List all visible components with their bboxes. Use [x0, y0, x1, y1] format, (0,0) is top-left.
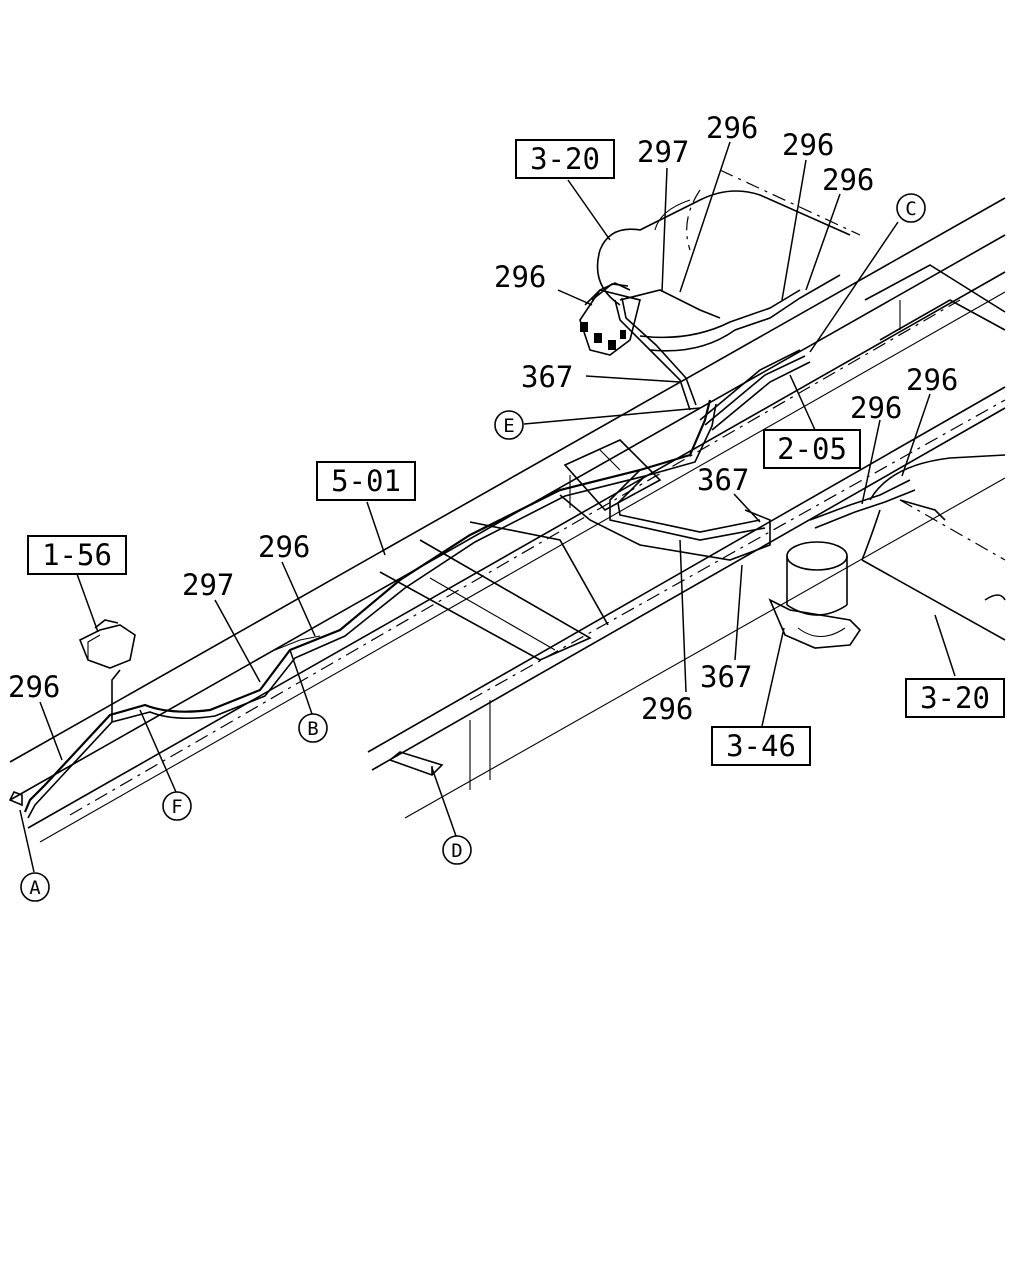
- part-number-label: 296: [258, 530, 310, 564]
- part-number-labels: 297 296 296 296 296 367 296 296 367 296 …: [8, 111, 958, 726]
- valve-block: [579, 282, 641, 356]
- brake-chamber-3-46: [768, 541, 862, 649]
- part-number-label: 296: [706, 111, 758, 145]
- connection-markers: C E B F A D: [20, 193, 926, 902]
- reference-box: 3-20: [515, 139, 615, 179]
- svg-text:2-05: 2-05: [777, 432, 847, 466]
- bracket-d: [388, 751, 444, 776]
- part-number-label: 367: [697, 463, 749, 497]
- reference-box: 3-46: [711, 726, 811, 766]
- connection-marker: D: [442, 835, 472, 865]
- bracket-a: [8, 790, 23, 807]
- connection-marker: B: [298, 713, 328, 743]
- svg-text:F: F: [171, 796, 182, 818]
- reference-box: 5-01: [316, 461, 416, 501]
- reference-box: 1-56: [27, 535, 127, 575]
- svg-text:3-46: 3-46: [726, 729, 796, 763]
- svg-text:1-56: 1-56: [42, 538, 112, 572]
- svg-text:D: D: [451, 840, 462, 862]
- leader-lines: [19, 141, 956, 873]
- svg-text:C: C: [905, 198, 916, 220]
- svg-text:3-20: 3-20: [920, 681, 990, 715]
- svg-text:5-01: 5-01: [331, 464, 401, 498]
- part-number-label: 296: [822, 163, 874, 197]
- chassis-frame: [9, 169, 1006, 843]
- part-number-label: 296: [494, 260, 546, 294]
- svg-text:E: E: [503, 415, 514, 437]
- part-number-label: 367: [700, 660, 752, 694]
- svg-text:A: A: [29, 877, 41, 899]
- svg-text:3-20: 3-20: [530, 142, 600, 176]
- part-number-label: 296: [906, 363, 958, 397]
- part-number-label: 297: [637, 135, 689, 169]
- part-number-label: 297: [182, 568, 234, 602]
- part-number-label: 367: [521, 360, 573, 394]
- connection-marker: E: [494, 410, 524, 440]
- part-number-label: 296: [8, 670, 60, 704]
- air-pressure-tubing: [23, 274, 946, 819]
- connection-marker: A: [20, 872, 50, 902]
- connection-marker: C: [896, 193, 926, 223]
- part-number-label: 296: [641, 692, 693, 726]
- part-number-label: 296: [782, 128, 834, 162]
- svg-text:B: B: [307, 718, 318, 740]
- part-number-label: 296: [850, 391, 902, 425]
- clip-bracket-1-56: [78, 619, 136, 669]
- reference-box: 2-05: [763, 429, 861, 469]
- connection-marker: F: [162, 791, 192, 821]
- reference-boxes: 3-20 2-05 5-01 1-56 3-46 3-20: [27, 139, 1005, 766]
- reference-box: 3-20: [905, 678, 1005, 718]
